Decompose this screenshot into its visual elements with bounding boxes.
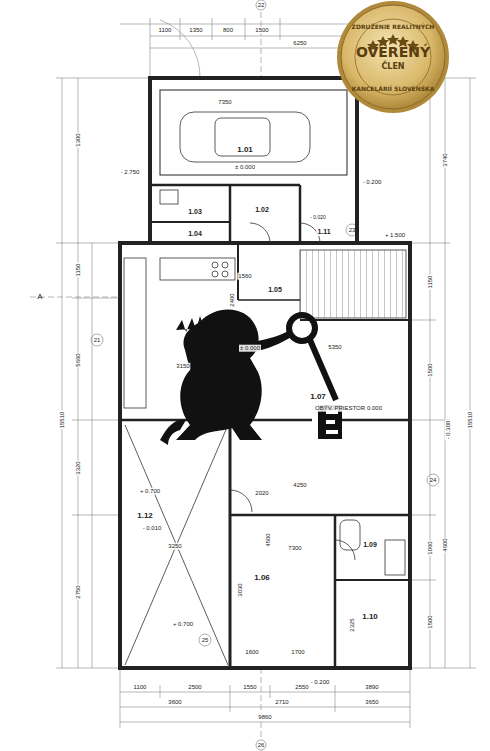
room-number: 1.04 (187, 230, 203, 238)
room-number: 1.12 (136, 512, 154, 521)
dimension-text: 2020 (254, 490, 269, 497)
badge-text: KANCELÁRIÍ SLOVENSKA (352, 85, 435, 92)
dimension-text: 3250 (167, 543, 182, 550)
dimension-text: + 0.700 (172, 621, 194, 628)
dimension-text: - 0.010 (142, 525, 163, 532)
dimension-text: 3030 (237, 582, 244, 597)
dimension-text: ± 0.000 (239, 345, 261, 352)
room-number: 1.02 (254, 206, 270, 214)
dimension-text: 7300 (287, 545, 302, 552)
dimension-text: 1600 (244, 649, 259, 656)
room-number: 1.11 (316, 228, 331, 236)
dimension-text: 2710 (274, 699, 289, 706)
callout-number: 23 (348, 227, 357, 234)
verified-badge: ZDRUŽENIE REALITNÝCH OVERENÝ ČLEN KANCELÁRI… (337, 1, 449, 113)
dimension-text: A (36, 293, 43, 302)
dimension-text: 1700 (290, 649, 305, 656)
dimension-text: 3150 (175, 363, 190, 370)
dimension-text: 9860 (257, 714, 272, 721)
dimension-text: 2400 (229, 292, 236, 307)
dimension-text: 1150 (427, 275, 434, 290)
room-number: 1.07 (309, 393, 327, 402)
dimension-text: - 0.300 (445, 420, 452, 441)
dimension-text: OBÝV. PRIESTOR (314, 405, 366, 412)
dimension-text: 2325 (349, 617, 356, 632)
dimension-text: 1500 (427, 362, 434, 377)
dimension-text: 3650 (364, 699, 379, 706)
dimension-text: 4600 (442, 537, 449, 552)
callout-number: 24 (429, 477, 438, 484)
room-number: 1.06 (253, 574, 271, 583)
room-number: 1.01 (236, 146, 254, 155)
dimension-text: - 2.750 (120, 169, 141, 176)
badge-title: OVERENÝ (356, 44, 430, 60)
dimension-text: 2750 (75, 584, 82, 599)
badge-text: ČLEN (381, 62, 404, 71)
dimension-text: 1560 (237, 273, 252, 280)
dimension-text: 15510 (467, 411, 474, 430)
dimension-text: + 1.500 (384, 232, 406, 239)
dimension-text: - 0.200 (310, 679, 331, 686)
callout-number: 21 (93, 337, 102, 344)
dimension-text: 1100 (158, 27, 173, 34)
dimension-text: 3740 (442, 152, 449, 167)
dimension-text: 1060 (427, 540, 434, 555)
room-number: 1.05 (267, 286, 283, 294)
dimension-text: 15510 (59, 411, 66, 430)
dimension-text: 4250 (292, 482, 307, 489)
dimension-text: 3890 (364, 684, 379, 691)
dimension-text: 1300 (75, 132, 82, 147)
room-number: 1.10 (361, 613, 379, 622)
dimension-text: 2500 (187, 684, 202, 691)
dimension-text: - 0.020 (309, 215, 327, 221)
dimension-text: 1500 (254, 27, 269, 34)
dimension-text: - 0.200 (362, 179, 383, 186)
dimension-text: 1100 (133, 684, 148, 691)
room-number: 1.03 (187, 208, 203, 216)
dimension-text: 6250 (292, 40, 307, 47)
dimension-text: 7350 (217, 99, 232, 106)
dimension-text: 2550 (294, 684, 309, 691)
dimension-text: 1550 (242, 684, 257, 691)
callout-number: 22 (257, 2, 266, 9)
dimension-text: 3320 (75, 460, 82, 475)
dimension-text: 1150 (75, 263, 82, 278)
dimension-text: 3600 (167, 699, 182, 706)
badge-text: ZDRUŽENIE REALITNÝCH (352, 23, 435, 30)
dimension-text: 1350 (188, 27, 203, 34)
callout-number: 26 (257, 742, 266, 749)
room-number: 1.09 (362, 541, 378, 549)
callout-number: 25 (201, 637, 210, 644)
dimension-text: 4500 (265, 532, 272, 547)
dimension-text: 800 (222, 27, 234, 34)
dimension-text: + 0.700 (139, 488, 161, 495)
dimension-text: 1500 (427, 614, 434, 629)
dimension-text: ± 0.000 (234, 164, 256, 171)
dimension-text: 5660 (75, 352, 82, 367)
dimension-text: 5350 (327, 344, 342, 351)
